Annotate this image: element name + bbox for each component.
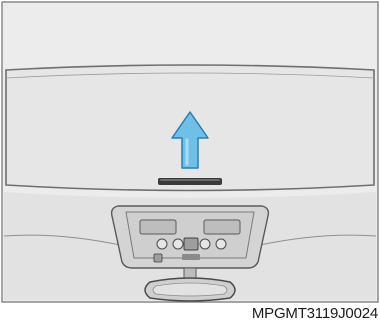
map-lamp-right — [204, 220, 240, 234]
lamp-button-3 — [200, 239, 210, 249]
mirror-stem — [184, 268, 196, 278]
center-switch — [184, 238, 198, 250]
console-outline-inner — [126, 212, 254, 258]
lamp-button-1 — [157, 239, 167, 249]
console-small-switch — [154, 254, 162, 262]
rear-view-mirror-glass — [153, 283, 227, 296]
sunroof-switch-slot-highlight — [160, 179, 220, 181]
map-lamp-left — [140, 220, 176, 234]
console-vent — [182, 254, 200, 260]
lamp-button-4 — [216, 239, 226, 249]
figure-code: MPGMT3119J0024 — [252, 306, 378, 321]
lamp-button-2 — [173, 239, 183, 249]
